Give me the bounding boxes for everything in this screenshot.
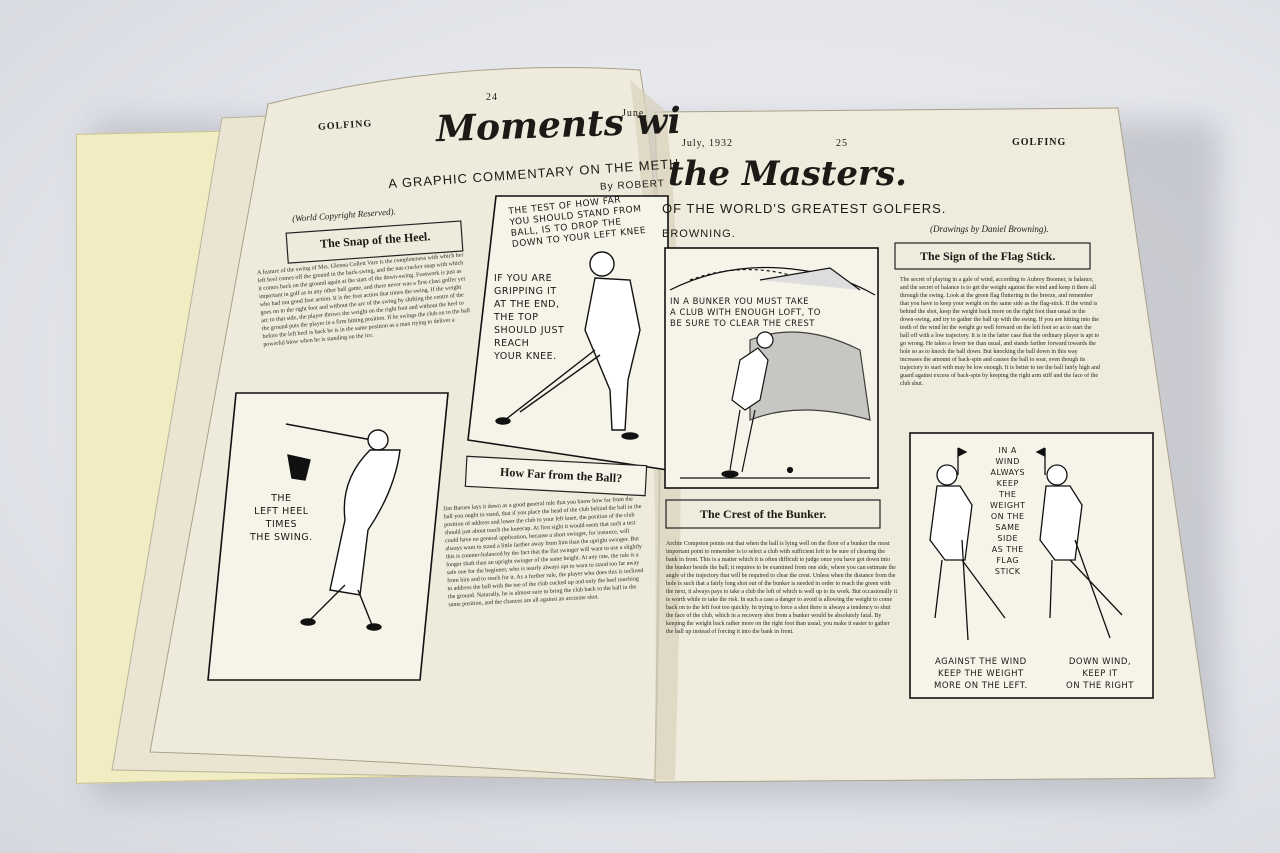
caption-line: FLAG [996,556,1020,565]
bunker-caption: IN A BUNKER YOU MUST TAKE A CLUB WITH EN… [670,297,821,330]
two-golfers-wind-drawing [929,447,1123,641]
caption-line: MORE ON THE LEFT. [934,681,1028,691]
caption-line: SAME [995,523,1021,532]
caption-line: THE [998,490,1017,499]
flag-stick-title-box [894,242,1091,270]
bunker-scene-drawing [669,266,876,479]
caption-line: AS THE [991,545,1024,554]
article-title-right: the Masters. [668,154,907,194]
golfer-swing-drawing [285,423,401,631]
caption-line: ON THE RIGHT [1066,681,1134,691]
right-page-date: July, 1932 [682,138,734,149]
against-wind-caption: AGAINST THE WIND KEEP THE WEIGHT MORE ON… [934,656,1028,692]
caption-line: SIDE [997,534,1019,543]
caption-line: AT THE END, [494,299,560,310]
caption-line: SHOULD JUST [494,325,565,336]
wind-caption: IN A WIND ALWAYS KEEP THE WEIGHT ON THE … [990,445,1025,577]
how-far-body: Jim Barnes lays it down as a good genera… [443,496,644,609]
crest-title: The Crest of the Bunker. [700,507,827,521]
snap-heel-title-box [285,220,464,264]
right-page-number: 25 [836,138,848,149]
caption-line: DOWN WIND, [1068,657,1132,667]
article-title-left: Moments wi [435,99,682,151]
caption-line: KEEP THE WEIGHT [937,669,1024,679]
left-heel-illustration-frame [207,392,449,681]
caption-line: THE [271,493,292,504]
caption-line: LEFT HEEL [254,506,309,517]
caption-line: WIND [995,457,1020,466]
left-heel-caption: THE LEFT HEEL TIMES THE SWING. [250,492,313,544]
golfer-address-drawing [495,251,641,440]
caption-line: IN A [998,446,1017,455]
crest-title-box [665,499,881,529]
caption-line: THE SWING. [250,532,313,543]
caption-line: THE TOP [494,312,539,323]
caption-line: ON THE [990,512,1025,521]
caption-line: KEEP [996,479,1019,488]
caption-line: GRIPPING IT [494,286,557,297]
flag-stick-title: The Sign of the Flag Stick. [920,249,1056,263]
gripping-caption: IF YOU ARE GRIPPING IT AT THE END, THE T… [494,272,564,363]
right-running-head: GOLFING [1012,137,1067,148]
caption-line: WEIGHT [990,501,1026,510]
caption-line: KEEP IT [1082,669,1118,679]
caption-line: REACH [494,338,530,349]
caption-line: AGAINST THE WIND [934,657,1027,667]
caption-line: STICK [994,567,1021,576]
snap-heel-body: A feature of the swing of Mrs. Glenna Co… [256,252,471,349]
caption-line: TIMES [265,519,298,530]
left-page-date: June, [622,108,648,119]
how-far-title-box [464,455,648,497]
subtitle-right: OF THE WORLD'S GREATEST GOLFERS. [662,201,947,216]
flag-stick-body: The secret of playing in a gale of wind,… [900,277,1100,387]
caption-line: IN A BUNKER YOU MUST TAKE [670,297,810,307]
caption-line: A CLUB WITH ENOUGH LOFT, TO [670,308,821,318]
caption-line: BE SURE TO CLEAR THE CREST [670,319,816,329]
caption-line: IF YOU ARE [494,273,553,284]
down-wind-caption: DOWN WIND, KEEP IT ON THE RIGHT [1066,656,1134,692]
caption-line: ALWAYS [990,468,1025,477]
crest-body: Archie Compston points out that when the… [666,541,898,635]
caption-line: YOUR KNEE. [494,351,557,362]
drawings-credit: (Drawings by Daniel Browning). [930,224,1049,234]
left-page-number: 24 [486,92,498,103]
byline-right: BROWNING. [662,228,736,240]
